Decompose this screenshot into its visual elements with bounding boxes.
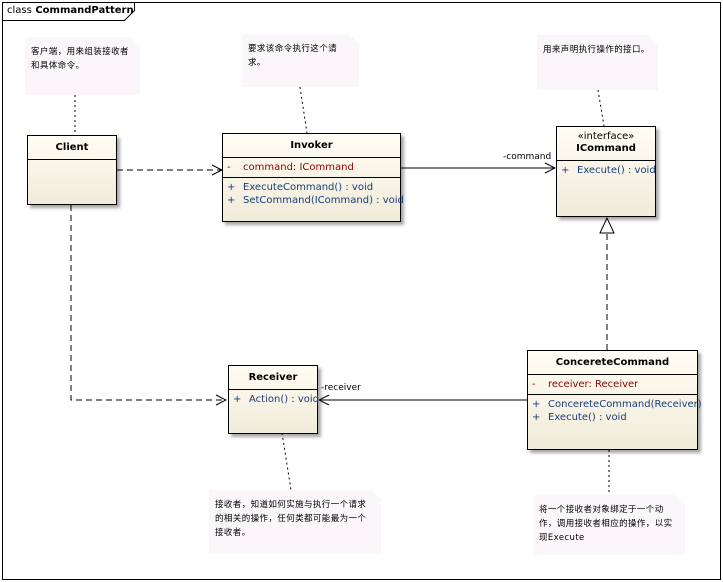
operation-text: SetCommand(ICommand) : void bbox=[243, 195, 404, 206]
class-invoker[interactable]: Invoker - command: ICommand + ExecuteCom… bbox=[222, 133, 404, 222]
frame-keyword: class bbox=[7, 5, 32, 16]
class-concrete-command[interactable]: ConcereteCommand - receiver: Receiver + … bbox=[527, 350, 702, 450]
role-label-command: -command bbox=[503, 152, 552, 162]
note-receiver[interactable]: 接收者，知道如何实施与执行一个请求的相关的操作，任何类都可能最为一个接收者。 bbox=[209, 490, 381, 553]
note-receiver-text: 接收者，知道如何实施与执行一个请求的相关的操作，任何类都可能最为一个接收者。 bbox=[215, 500, 367, 538]
class-invoker-operation: + SetCommand(ICommand) : void bbox=[227, 194, 404, 207]
class-client-body bbox=[28, 159, 116, 206]
class-icommand-name: ICommand bbox=[576, 143, 636, 154]
class-invoker-operation: + ExecuteCommand() : void bbox=[227, 181, 396, 194]
note-icommand-text: 用来声明执行操作的接口。 bbox=[543, 45, 650, 55]
note-concrete[interactable]: 将一个接收者对象绑定于一个动作，调用接收者相应的操作，以实现Execute bbox=[533, 495, 685, 555]
realization-arrowhead bbox=[599, 216, 615, 234]
class-receiver-operations: + Action() : void bbox=[229, 389, 319, 409]
class-client-name: Client bbox=[55, 142, 89, 153]
operation-text: Execute() : void bbox=[577, 165, 656, 176]
class-concrete-command-operation: + Execute() : void bbox=[532, 411, 693, 424]
class-invoker-name: Invoker bbox=[290, 140, 333, 151]
frame-tab bbox=[2, 2, 135, 21]
attribute-text: command: ICommand bbox=[243, 162, 354, 173]
operation-text: ConcereteCommand(Receiver) bbox=[548, 399, 702, 410]
class-icommand[interactable]: «interface» ICommand + Execute() : void bbox=[556, 126, 656, 217]
class-receiver[interactable]: Receiver + Action() : void bbox=[228, 365, 319, 434]
note-concrete-text: 将一个接收者对象绑定于一个动作，调用接收者相应的操作，以实现Execute bbox=[539, 505, 673, 543]
class-icommand-operations: + Execute() : void bbox=[557, 160, 656, 180]
class-concrete-command-operations: + ConcereteCommand(Receiver) + Execute()… bbox=[528, 394, 702, 427]
note-client[interactable]: 客户端，用来组装接收者和具体命令。 bbox=[25, 37, 140, 95]
class-icommand-stereotype: «interface» bbox=[577, 131, 635, 142]
visibility-marker: + bbox=[227, 182, 236, 193]
class-receiver-operation: + Action() : void bbox=[233, 393, 319, 406]
dependency-client-receiver bbox=[70, 205, 226, 400]
role-label-receiver: -receiver bbox=[321, 383, 361, 393]
class-icommand-operation: + Execute() : void bbox=[561, 164, 656, 177]
class-concrete-command-name: ConcereteCommand bbox=[555, 357, 670, 368]
note-invoker-text: 要求该命令执行这个请求。 bbox=[248, 44, 338, 68]
visibility-marker: - bbox=[227, 162, 231, 173]
visibility-marker: + bbox=[532, 399, 541, 410]
class-invoker-attributes: - command: ICommand bbox=[223, 157, 400, 177]
note-invoker[interactable]: 要求该命令执行这个请求。 bbox=[242, 34, 359, 87]
class-invoker-attribute: - command: ICommand bbox=[227, 161, 396, 174]
note-link-icommand bbox=[597, 89, 605, 127]
operation-text: Action() : void bbox=[249, 394, 320, 405]
attribute-text: receiver: Receiver bbox=[548, 379, 639, 390]
class-invoker-operations: + ExecuteCommand() : void + SetCommand(I… bbox=[223, 177, 404, 210]
note-icommand[interactable]: 用来声明执行操作的接口。 bbox=[537, 35, 658, 90]
class-client[interactable]: Client bbox=[27, 135, 117, 205]
visibility-marker: + bbox=[233, 394, 242, 405]
note-link-receiver bbox=[281, 432, 292, 491]
frame-title: class CommandPattern bbox=[7, 5, 134, 16]
operation-text: Execute() : void bbox=[548, 412, 627, 423]
operation-text: ExecuteCommand() : void bbox=[243, 182, 374, 193]
class-concrete-command-attribute: - receiver: Receiver bbox=[532, 378, 693, 391]
class-concrete-command-operation: + ConcereteCommand(Receiver) bbox=[532, 398, 702, 411]
visibility-marker: + bbox=[561, 165, 570, 176]
class-receiver-name: Receiver bbox=[248, 372, 298, 383]
note-client-text: 客户端，用来组装接收者和具体命令。 bbox=[31, 47, 129, 71]
visibility-marker: - bbox=[532, 379, 536, 390]
frame-name: CommandPattern bbox=[35, 5, 134, 16]
note-link-invoker bbox=[299, 86, 308, 134]
class-concrete-command-attributes: - receiver: Receiver bbox=[528, 374, 697, 394]
visibility-marker: + bbox=[532, 412, 541, 423]
visibility-marker: + bbox=[227, 195, 236, 206]
